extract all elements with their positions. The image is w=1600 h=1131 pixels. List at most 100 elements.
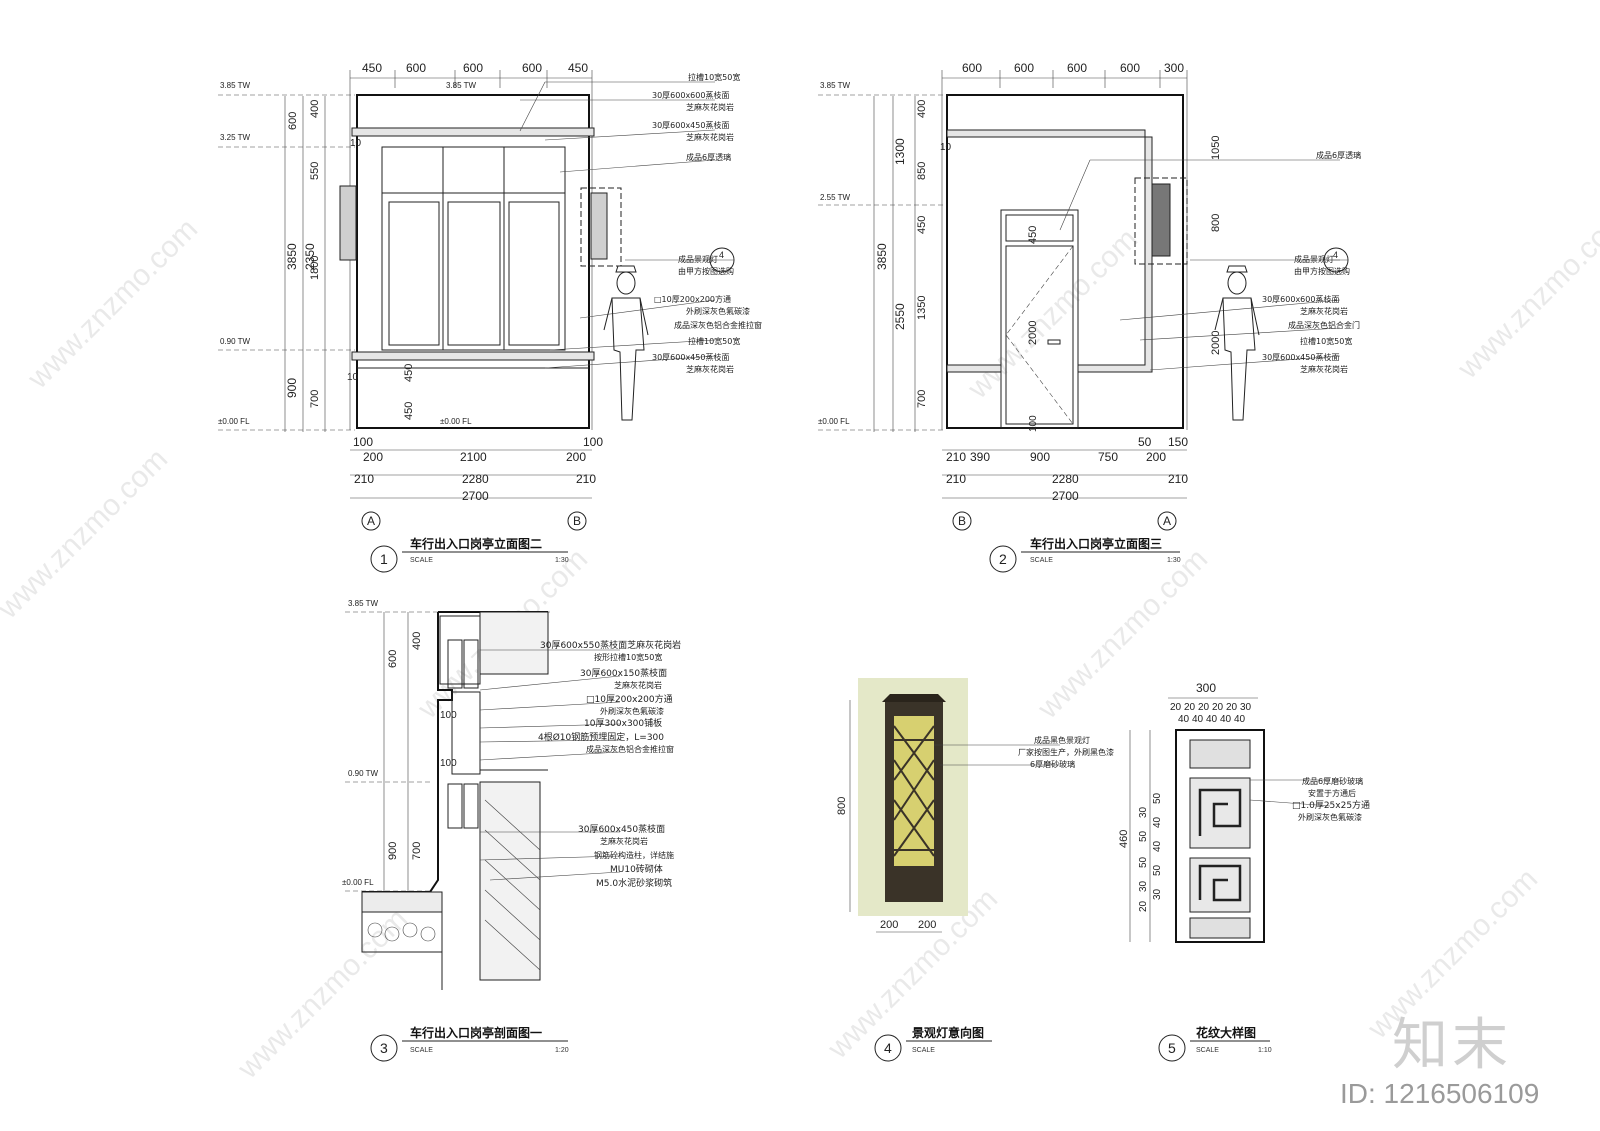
callout-number: 4	[719, 250, 724, 260]
dim-col: 50	[1152, 864, 1163, 876]
svg-text:SCALE: SCALE	[410, 1047, 433, 1054]
note: 成品黑色景观灯	[1034, 735, 1090, 745]
section-view: 3.85 TW 0.90 TW ±0.00 FL 600 400 900 700…	[342, 599, 681, 990]
booth-outline	[356, 94, 590, 429]
svg-text:1:20: 1:20	[555, 1047, 569, 1054]
note: 拉槽10宽50宽	[688, 72, 740, 82]
view-title-5: 5 花纹大样图 SCALE 1:10	[1158, 1025, 1272, 1062]
note: 成品景观灯	[678, 254, 718, 264]
note: 安置于方通后	[1308, 788, 1356, 798]
lamp-top	[882, 694, 946, 702]
note: 芝麻灰花岗岩	[1300, 364, 1348, 374]
level-mark: 0.90 TW	[348, 769, 379, 778]
dim-top: 600	[962, 61, 982, 75]
dim-bottom: 150	[1168, 435, 1188, 449]
dim-top: 450	[362, 61, 382, 75]
dim-left: 400	[309, 100, 321, 118]
note: 由甲方按图选购	[678, 266, 734, 276]
dim-bottom: 2280	[462, 472, 489, 486]
dim-row: 20	[1212, 702, 1224, 713]
dim-left: 2350	[303, 243, 317, 270]
note: □10厚200x200方通	[654, 294, 731, 304]
level-mark: 3.85 TW	[348, 599, 379, 608]
dim-bottom: 100	[353, 435, 373, 449]
lamp-width: 200	[918, 919, 936, 931]
note: 30厚600x600蒸枝面	[1262, 294, 1339, 304]
svg-text:2: 2	[999, 551, 1007, 567]
view-title-4: 4 景观灯意向图 SCALE	[874, 1025, 992, 1062]
note: 芝麻灰花岗岩	[600, 836, 648, 846]
dim-left: 600	[387, 650, 399, 668]
note: 30厚600x550蒸枝面芝麻灰花岗岩	[540, 639, 681, 651]
dim-door: 100	[1028, 415, 1039, 432]
svg-text:4: 4	[884, 1040, 892, 1056]
note: □1.0厚25x25方通	[1292, 799, 1370, 811]
dim-bottom: 750	[1098, 450, 1118, 464]
watermark-text: www.znzmo.com	[1451, 202, 1600, 385]
note: 按形拉槽10宽50宽	[594, 652, 662, 662]
note: 由甲方按图选购	[1294, 266, 1350, 276]
dim-small: 10	[940, 142, 952, 153]
dim-row: 30	[1240, 702, 1252, 713]
note: 芝麻灰花岗岩	[686, 102, 734, 112]
dim-left: 460	[1118, 830, 1130, 848]
svg-text:SCALE: SCALE	[1196, 1047, 1219, 1054]
elevation-view-2: 600 600 600 600 300 210 390 900 750 50 2…	[818, 61, 1361, 531]
view-title-text: 车行出入口岗亭立面图二	[410, 536, 542, 551]
dim-bottom: 50	[1138, 435, 1152, 449]
dim-door: 2000	[1027, 321, 1039, 345]
dim-left: 100	[440, 758, 457, 769]
dim-bottom: 210	[354, 472, 374, 486]
dim-row: 20	[1184, 702, 1196, 713]
dim-right: 1050	[1210, 136, 1222, 160]
dim-col: 40	[1152, 840, 1163, 852]
view-title-text: 景观灯意向图	[912, 1025, 984, 1040]
dim-bottom: 210	[946, 450, 966, 464]
dim-inner: 450	[403, 402, 415, 420]
level-mark: ±0.00 FL	[218, 417, 250, 426]
lamp-height: 800	[836, 797, 848, 815]
dim-top: 600	[522, 61, 542, 75]
dim-left: 550	[309, 162, 321, 180]
dim-left: 450	[916, 216, 928, 234]
watermark-text: www.znzmo.com	[21, 212, 204, 395]
svg-text:SCALE: SCALE	[410, 557, 433, 564]
dim-bottom: 100	[583, 435, 603, 449]
dim-left: 900	[285, 378, 299, 398]
grid-label: B	[573, 514, 581, 528]
note: 成品景观灯	[1294, 254, 1334, 264]
watermarks: www.znzmo.com www.znzmo.com www.znzmo.co…	[0, 202, 1600, 1085]
dim-left: 2550	[893, 303, 907, 330]
view-title-1: 1 车行出入口岗亭立面图二 SCALE 1:30	[370, 536, 569, 573]
notes-elev2: 成品6厚透璃 成品景观灯 由甲方按图选购 30厚600x600蒸枝面 芝麻灰花岗…	[1059, 150, 1361, 374]
dim-left: 100	[440, 710, 457, 721]
svg-text:SCALE: SCALE	[912, 1047, 935, 1054]
note: 芝麻灰花岗岩	[686, 132, 734, 142]
dim-left: 1300	[893, 138, 907, 165]
level-mark: ±0.00 FL	[342, 878, 374, 887]
note: 30厚600x450蒸枝面	[652, 120, 729, 130]
dim-top: 600	[1120, 61, 1140, 75]
dim-top: 300	[1196, 681, 1216, 695]
dim-col: 30	[1138, 880, 1149, 892]
dim-top: 450	[568, 61, 588, 75]
dim-bottom: 390	[970, 450, 990, 464]
dim-bottom: 210	[1168, 472, 1188, 486]
note: 厂家按图生产，外刷黑色漆	[1018, 747, 1114, 757]
view-titles: 1 车行出入口岗亭立面图二 SCALE 1:30 2 车行出入口岗亭立面图三 S…	[370, 536, 1272, 1062]
level-mark: 0.90 TW	[220, 337, 251, 346]
level-mark: 3.85 TW	[220, 81, 251, 90]
dim-left: 900	[387, 842, 399, 860]
level-mark: 3.25 TW	[220, 133, 251, 142]
dim-col: 50	[1152, 792, 1163, 804]
note: 芝麻灰花岗岩	[686, 364, 734, 374]
lamp-view: 800 200 200 成品黑色景观灯 厂家按图生产，外刷黑色漆 6厚磨砂玻璃	[836, 678, 1114, 933]
dim-left: 1800	[309, 256, 321, 280]
note: □10厚200x200方通	[586, 693, 673, 705]
dim-inner: 450	[403, 364, 415, 382]
dim-bottom: 200	[1146, 450, 1166, 464]
dim-col: 40	[1152, 816, 1163, 828]
level-mark: ±0.00 FL	[818, 417, 850, 426]
svg-text:1: 1	[380, 551, 388, 567]
level-mark: 3.85 TW	[820, 81, 851, 90]
